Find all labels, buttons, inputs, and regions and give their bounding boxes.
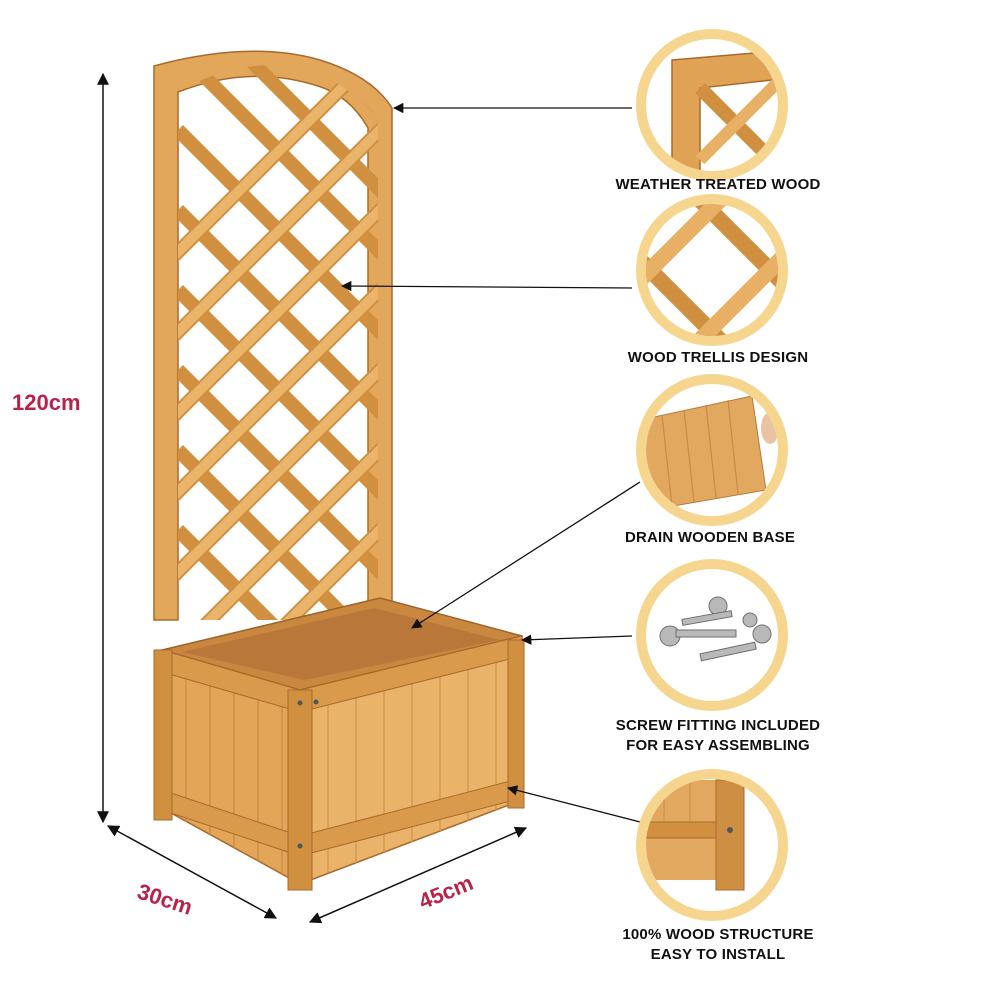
height-dimension-label: 120cm bbox=[12, 390, 81, 415]
feature-caption-weather-wood: WEATHER TREATED WOOD bbox=[615, 176, 821, 193]
leader-line-screws bbox=[520, 634, 633, 645]
leader-line-base bbox=[411, 481, 641, 629]
leader-line-structure bbox=[506, 785, 641, 823]
badge-wood-structure bbox=[636, 769, 788, 921]
feature-caption-screws: SCREW FITTING INCLUDED FOR EASY ASSEMBLI… bbox=[615, 717, 821, 754]
feature-caption-drain-base: DRAIN WOODEN BASE bbox=[624, 529, 796, 546]
leader-line-trellis bbox=[340, 280, 633, 292]
badge-trellis bbox=[636, 194, 788, 346]
depth-dimension-arrow bbox=[106, 825, 278, 919]
feature-caption-wood-structure: 100% WOOD STRUCTURE EASY TO INSTALL bbox=[622, 926, 814, 963]
badge-drain-base bbox=[636, 374, 788, 526]
planter-box bbox=[153, 597, 525, 891]
badge-screws bbox=[636, 559, 788, 711]
feature-caption-trellis: WOOD TRELLIS DESIGN bbox=[627, 349, 809, 366]
width-dimension-arrow bbox=[308, 826, 528, 924]
badge-weather-wood bbox=[636, 29, 788, 181]
